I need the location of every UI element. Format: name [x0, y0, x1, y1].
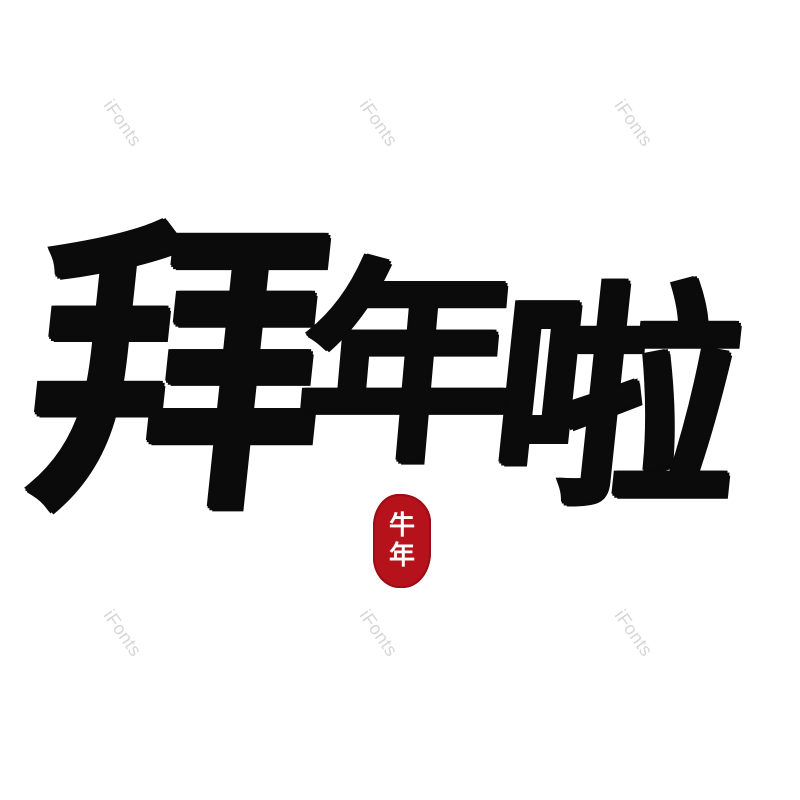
watermark-text: iFonts: [610, 96, 657, 151]
seal-char-niu: 牛: [388, 511, 415, 541]
red-seal-stamp: 牛 年: [373, 494, 431, 588]
watermark-text: iFonts: [99, 606, 146, 661]
watermark-text: iFonts: [355, 606, 402, 661]
watermark-text: iFonts: [610, 606, 657, 661]
watermark-text: iFonts: [355, 96, 402, 151]
seal-char-nian: 年: [388, 541, 415, 571]
watermark-text: iFonts: [99, 96, 146, 151]
calligraphy-char-la: 啦: [479, 261, 756, 537]
